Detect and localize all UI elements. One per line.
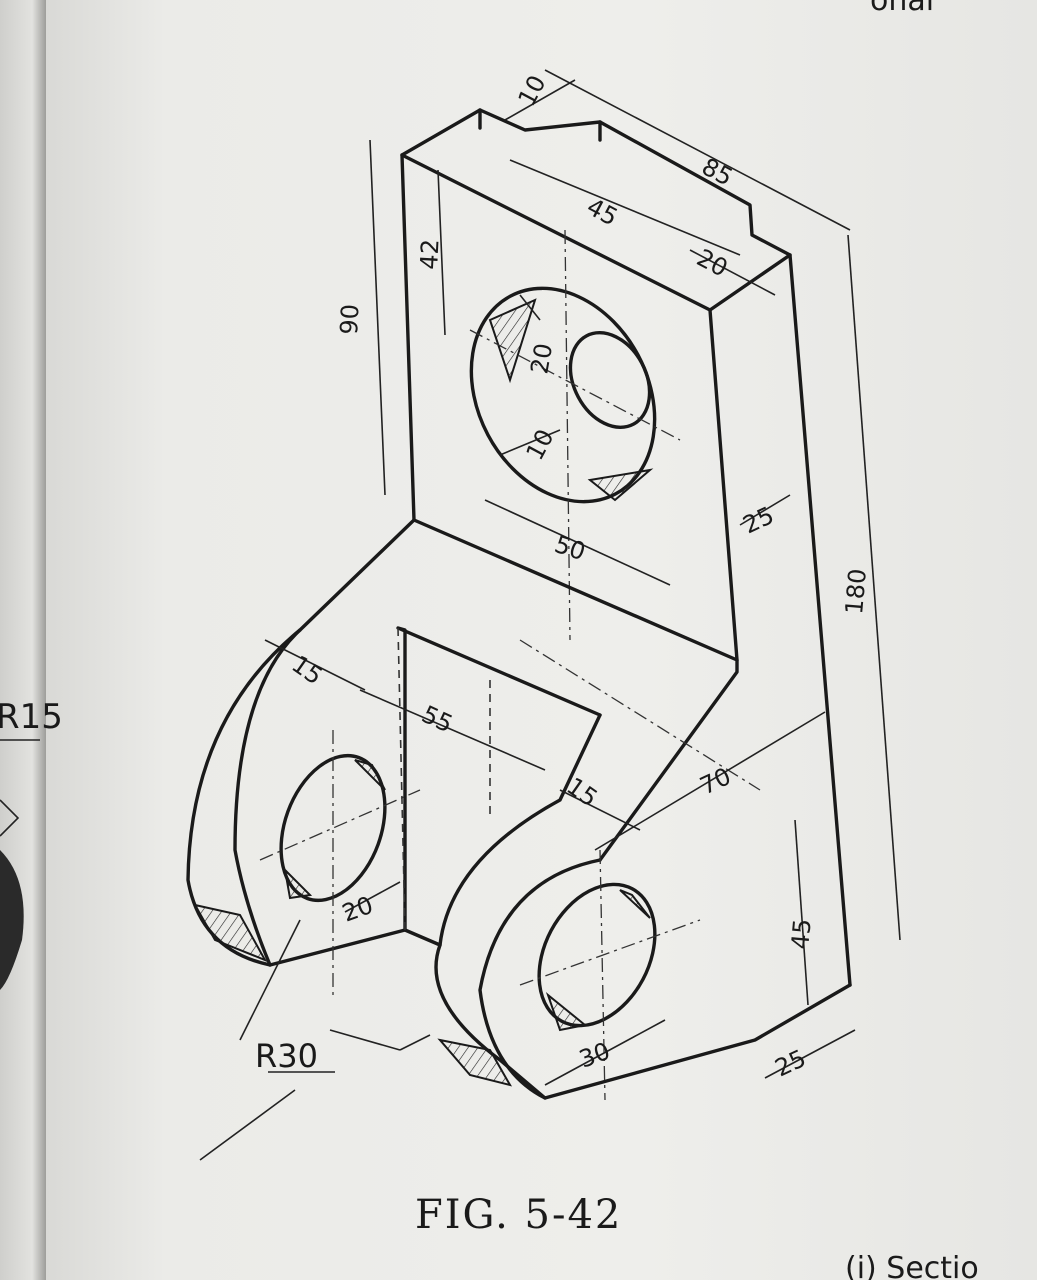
book-page — [46, 0, 1037, 1280]
boss-with-hole — [469, 229, 681, 641]
dim-25-base: 25 — [771, 1044, 811, 1082]
dim-55: 55 — [417, 700, 457, 738]
dim-50: 50 — [551, 530, 589, 566]
dim-15-right: 15 — [562, 772, 603, 812]
margin-arrow-mark — [0, 799, 20, 837]
dim-180: 180 — [840, 567, 872, 615]
left-page-edge — [0, 0, 46, 1280]
dim-20-boss: 20 — [525, 341, 558, 376]
dim-30: 30 — [575, 1037, 613, 1074]
margin-r15-label: R15 — [0, 697, 63, 737]
dimension-lines — [199, 69, 901, 1161]
header-partial-text: onal — [870, 0, 934, 18]
dim-25-mid: 25 — [739, 501, 779, 539]
dim-70: 70 — [696, 762, 736, 800]
margin-blob — [0, 850, 24, 990]
dim-90: 90 — [335, 303, 365, 335]
footer-partial-text: (i) Sectio — [845, 1251, 979, 1280]
base-with-lugs — [186, 518, 852, 1101]
figure-caption: FIG. 5-42 — [415, 1192, 622, 1238]
dim-45-top: 45 — [582, 193, 622, 232]
upright-plate — [400, 108, 852, 987]
dim-r30: R30 — [255, 1037, 318, 1075]
dim-15-left: 15 — [287, 650, 328, 690]
dim-10-boss: 10 — [521, 425, 560, 465]
dim-42: 42 — [415, 238, 445, 270]
dim-45-low: 45 — [786, 918, 817, 951]
dim-10-top: 10 — [513, 71, 552, 111]
dim-85: 85 — [697, 153, 737, 192]
dim-20-lug: 20 — [338, 891, 376, 928]
